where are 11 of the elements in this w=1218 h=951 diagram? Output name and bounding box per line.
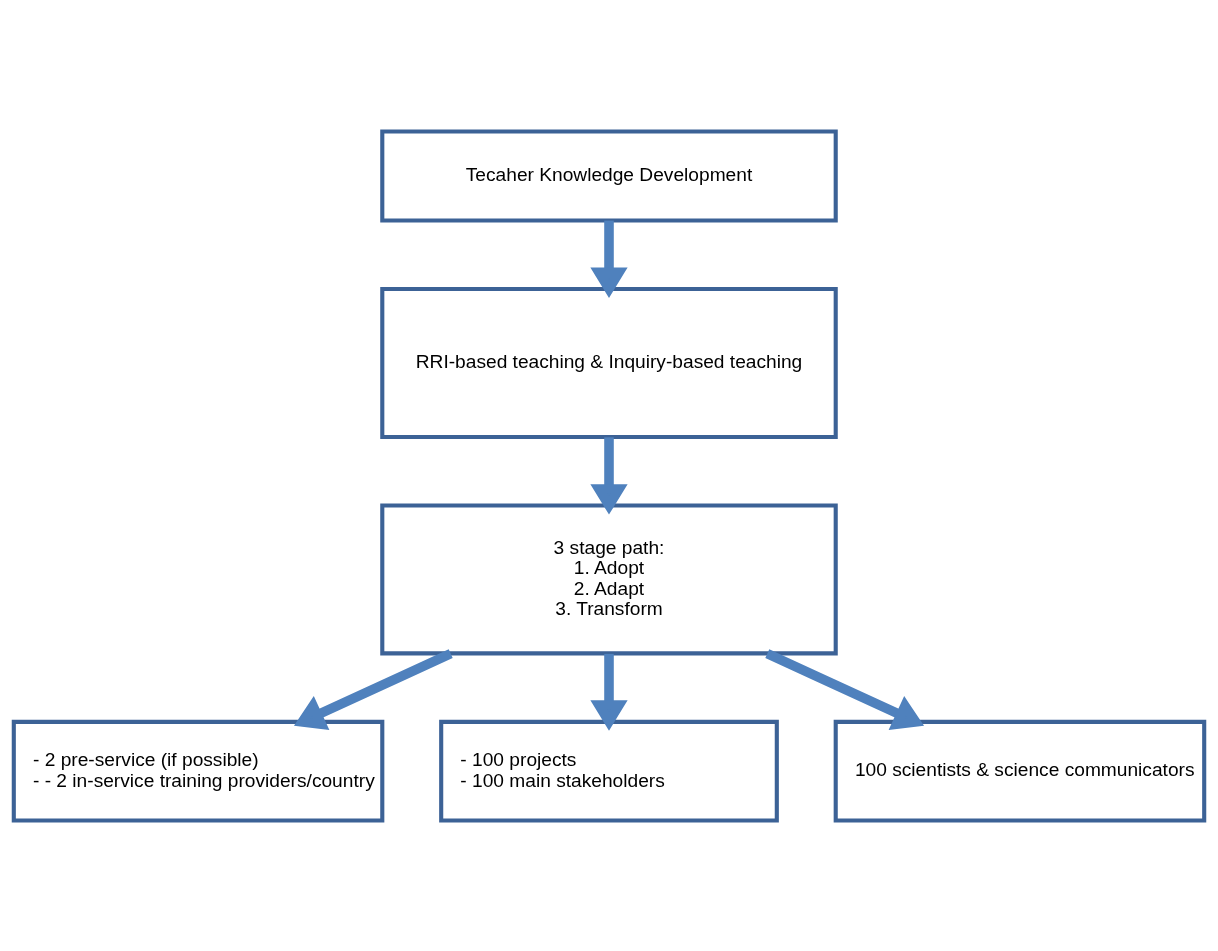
- node-box: - 100 projects - 100 main stakeholders: [439, 719, 779, 823]
- node-box: Tecaher Knowledge Development: [380, 128, 838, 223]
- arrow: [293, 648, 453, 730]
- node-box: 3 stage path: 1. Adopt 2. Adapt 3. Transform: [380, 502, 838, 655]
- node-box: RRI-based teaching & Inquiry-based teaching: [380, 286, 838, 439]
- node-box: - 2 pre-service (if possible) - - 2 in-service training providers/country: [11, 719, 385, 823]
- arrow: [590, 220, 628, 298]
- arrow: [590, 653, 628, 731]
- node-box: 100 scientists & science communicators: [833, 719, 1207, 823]
- arrow: [765, 648, 925, 730]
- arrow: [590, 436, 628, 515]
